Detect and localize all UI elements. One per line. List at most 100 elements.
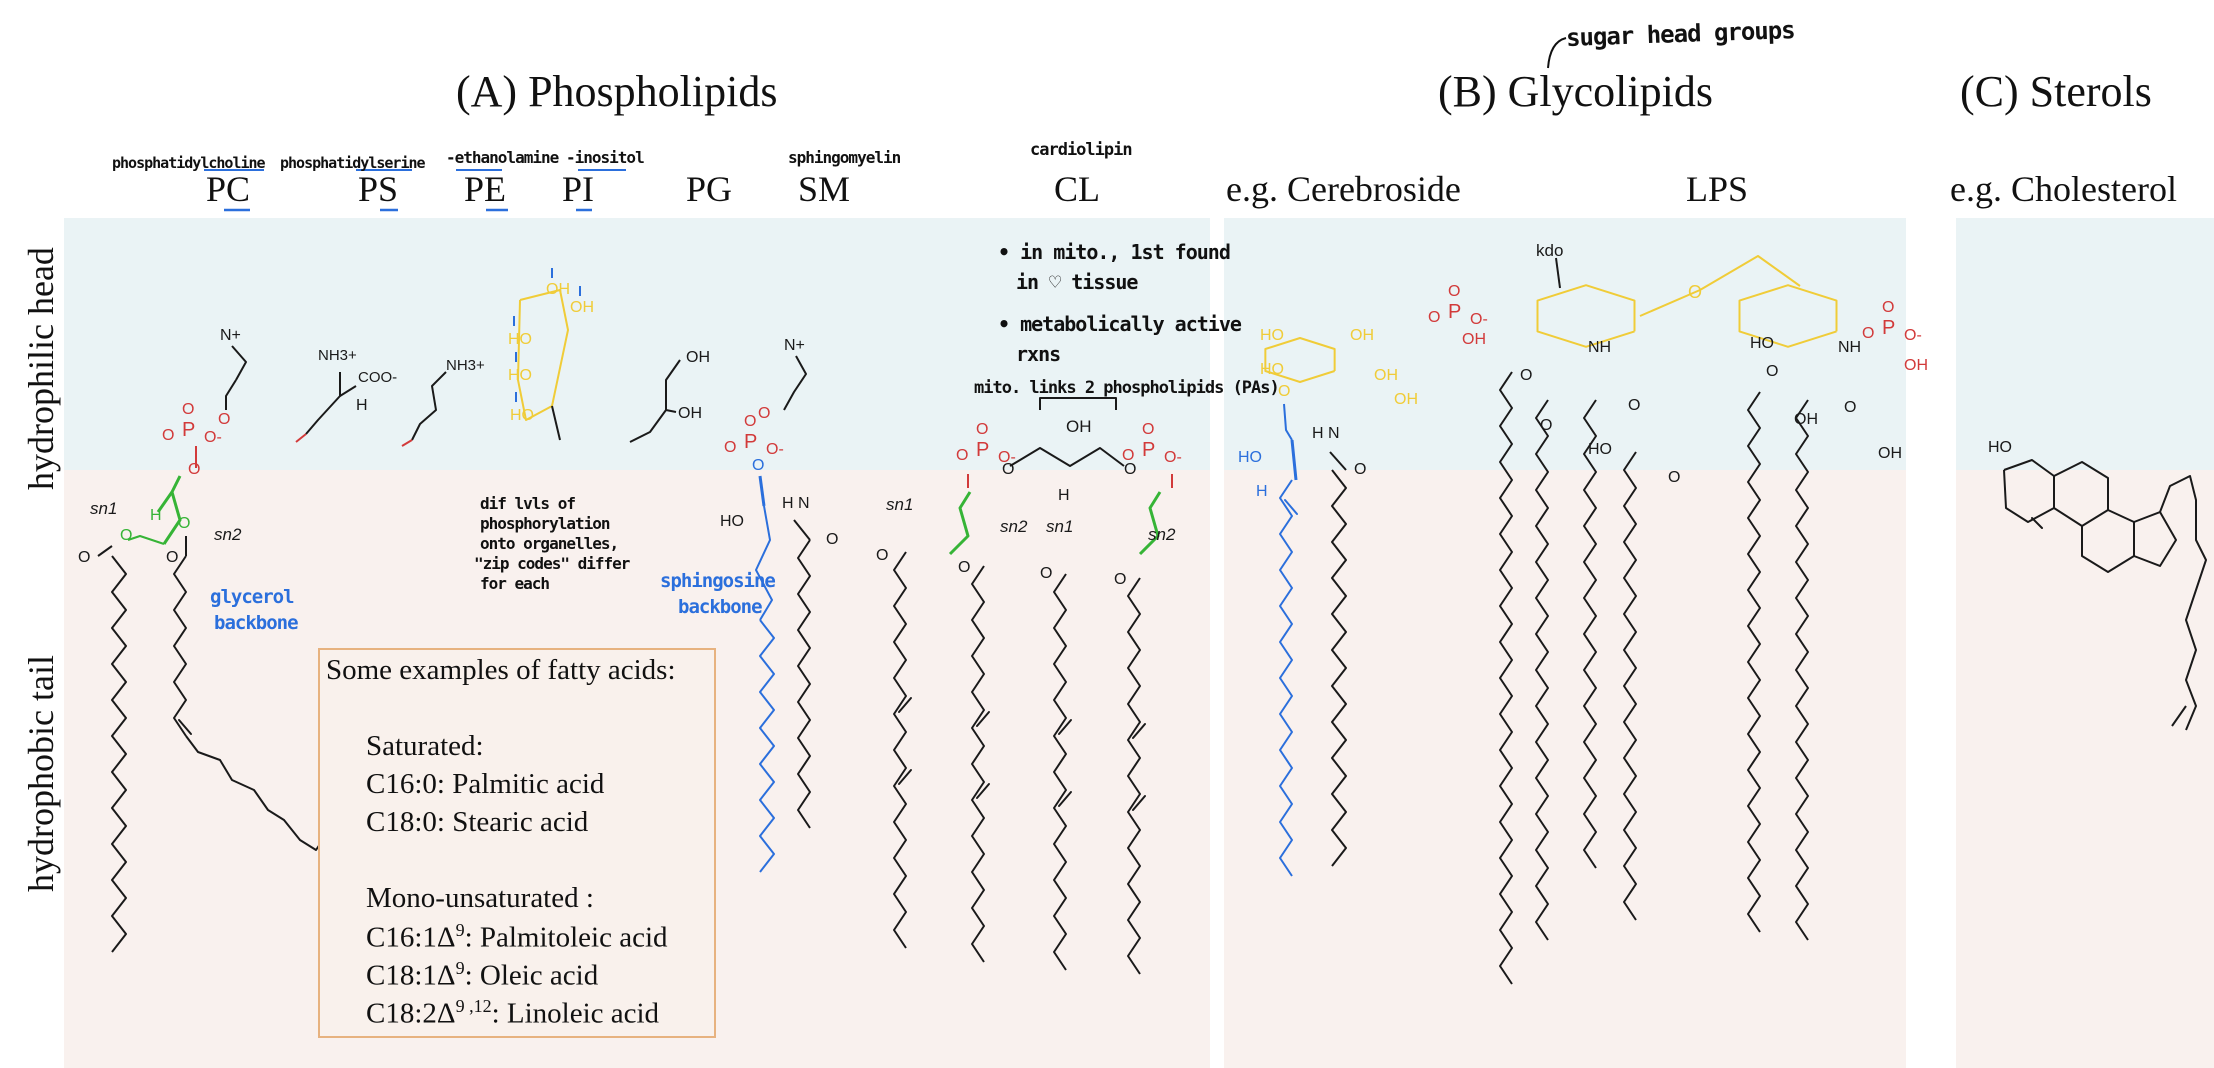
atom-ho: HO <box>1238 449 1262 466</box>
atom-o: O <box>1124 461 1136 478</box>
atom-h: H <box>1058 487 1070 504</box>
lipid-label-cerebroside: e.g. Cerebroside <box>1226 169 1461 209</box>
saturated-item: C16:0: Palmitic acid <box>366 768 605 800</box>
glycerol-head <box>665 409 677 413</box>
phosphate-o: O <box>1122 447 1134 464</box>
lipid-label-cl: CL <box>1054 169 1101 209</box>
atom-h: H <box>150 507 162 524</box>
atom-nh: NH <box>1588 339 1611 356</box>
sn2-label: sn2 <box>1000 517 1028 536</box>
bond <box>898 769 912 785</box>
atom-oh: OH <box>570 299 594 316</box>
phosphate-o: O <box>1882 299 1894 316</box>
amide <box>1329 451 1347 471</box>
sphingosine-chain <box>755 505 773 621</box>
cl-note-line-2b: rxns <box>1016 342 1061 366</box>
atom-o: O <box>1114 571 1126 588</box>
atom-o: O <box>120 527 132 544</box>
atom-h: H <box>1256 483 1268 500</box>
abbr-underlines <box>204 169 626 212</box>
sugar-note-hook <box>1547 37 1567 69</box>
sphingosine <box>758 475 766 507</box>
ethanolamine-o <box>401 439 413 447</box>
fatty-acid-chain <box>1127 577 1141 975</box>
glycerol <box>948 491 972 556</box>
mono-unsaturated-item: C18:1Δ9: Oleic acid <box>366 958 599 992</box>
sterol-ring <box>2053 461 2109 527</box>
lipid-label-lps: LPS <box>1686 169 1749 209</box>
choline <box>783 355 807 411</box>
phosphate-o: O- <box>1904 327 1922 344</box>
ps-full-name: phosphatidylserine <box>280 154 426 172</box>
pi-note-line-5: for each <box>480 574 550 593</box>
atom-ho: HO <box>720 513 744 530</box>
lps-acyl-chain <box>1623 451 1637 921</box>
atom-oh: OH <box>1066 417 1092 436</box>
sterol-ring <box>2133 511 2177 567</box>
sn2-label: sn2 <box>214 525 242 544</box>
fatty-acid-chain <box>173 555 187 737</box>
pc-full-name: phosphatidylcholine <box>112 154 266 172</box>
phosphate-o: O- <box>1470 311 1488 328</box>
choline <box>225 379 237 410</box>
phosphate-o: O- <box>204 429 222 446</box>
phosphate-o: O- <box>766 441 784 458</box>
phosphate-p: P <box>1142 439 1155 461</box>
bond <box>1132 795 1146 811</box>
ester <box>97 545 113 557</box>
bond <box>1284 499 1298 515</box>
atom-o: O <box>1628 397 1640 414</box>
amide <box>793 519 811 541</box>
fatty-acid-examples-box: Some examples of fatty acids: Saturated:… <box>318 648 716 1038</box>
head-band-a <box>64 218 1210 470</box>
sphingosine <box>1290 439 1298 481</box>
atom-nh: H N <box>782 495 810 512</box>
pi-full-name: -inositol <box>566 148 645 167</box>
kdo-label: kdo <box>1536 241 1563 260</box>
glycerol-backbone-label-1: glycerol <box>210 586 295 608</box>
phosphate-p: P <box>976 439 989 461</box>
saturated-heading: Saturated: <box>366 730 484 762</box>
atom-h: H <box>356 397 368 414</box>
pi-note-line-3: onto organelles, <box>480 534 619 553</box>
pi-note-line-1: dif lvls of <box>480 494 576 513</box>
fatty-acid-chain <box>797 539 811 829</box>
atom-ho: HO <box>508 331 532 348</box>
fatty-acid-chain <box>185 735 325 851</box>
sphingosine-backbone-label-2: backbone <box>678 596 763 618</box>
sterol-side-chain <box>2159 475 2207 731</box>
lps-acyl-chain <box>1747 391 1761 933</box>
glycerol <box>162 475 182 545</box>
lipid-label-sm: SM <box>798 169 851 209</box>
lipid-label-pg: PG <box>686 169 733 209</box>
atom-ho: HO <box>1750 335 1774 352</box>
phosphate-p: P <box>744 431 757 453</box>
section-title-sterols: (C) Sterols <box>1960 67 2152 116</box>
atom-oh: OH <box>546 281 570 298</box>
phosphate-o: O <box>1862 325 1874 342</box>
choline <box>231 345 247 381</box>
lipid-label-cholesterol: e.g. Cholesterol <box>1950 169 2177 209</box>
bond <box>976 783 990 799</box>
tail-band-c <box>1956 470 2214 1068</box>
glycerol-head <box>629 359 681 443</box>
phosphate-o: O <box>162 427 174 444</box>
bond <box>1058 791 1072 807</box>
lps-acyl-chain <box>1535 399 1549 941</box>
bond <box>178 719 192 735</box>
saturated-item: C18:0: Stearic acid <box>366 806 589 838</box>
sn1-label: sn1 <box>1046 517 1073 536</box>
cl-glycerol <box>1009 447 1125 467</box>
fatty-acid-chain <box>1331 469 1347 867</box>
atom-ho: HO <box>1588 441 1612 458</box>
pi-note-line-4: "zip codes" differ <box>474 554 630 573</box>
cl-note-line-2a: • metabolically active <box>998 312 1242 336</box>
atom-oh: OH <box>1878 445 1902 462</box>
serine-o <box>295 433 307 443</box>
head-band-b <box>1224 218 1906 470</box>
fatty-acid-chain <box>1053 573 1067 971</box>
bond <box>976 711 990 727</box>
ethanolamine <box>411 371 447 441</box>
atom-o: O <box>876 547 888 564</box>
